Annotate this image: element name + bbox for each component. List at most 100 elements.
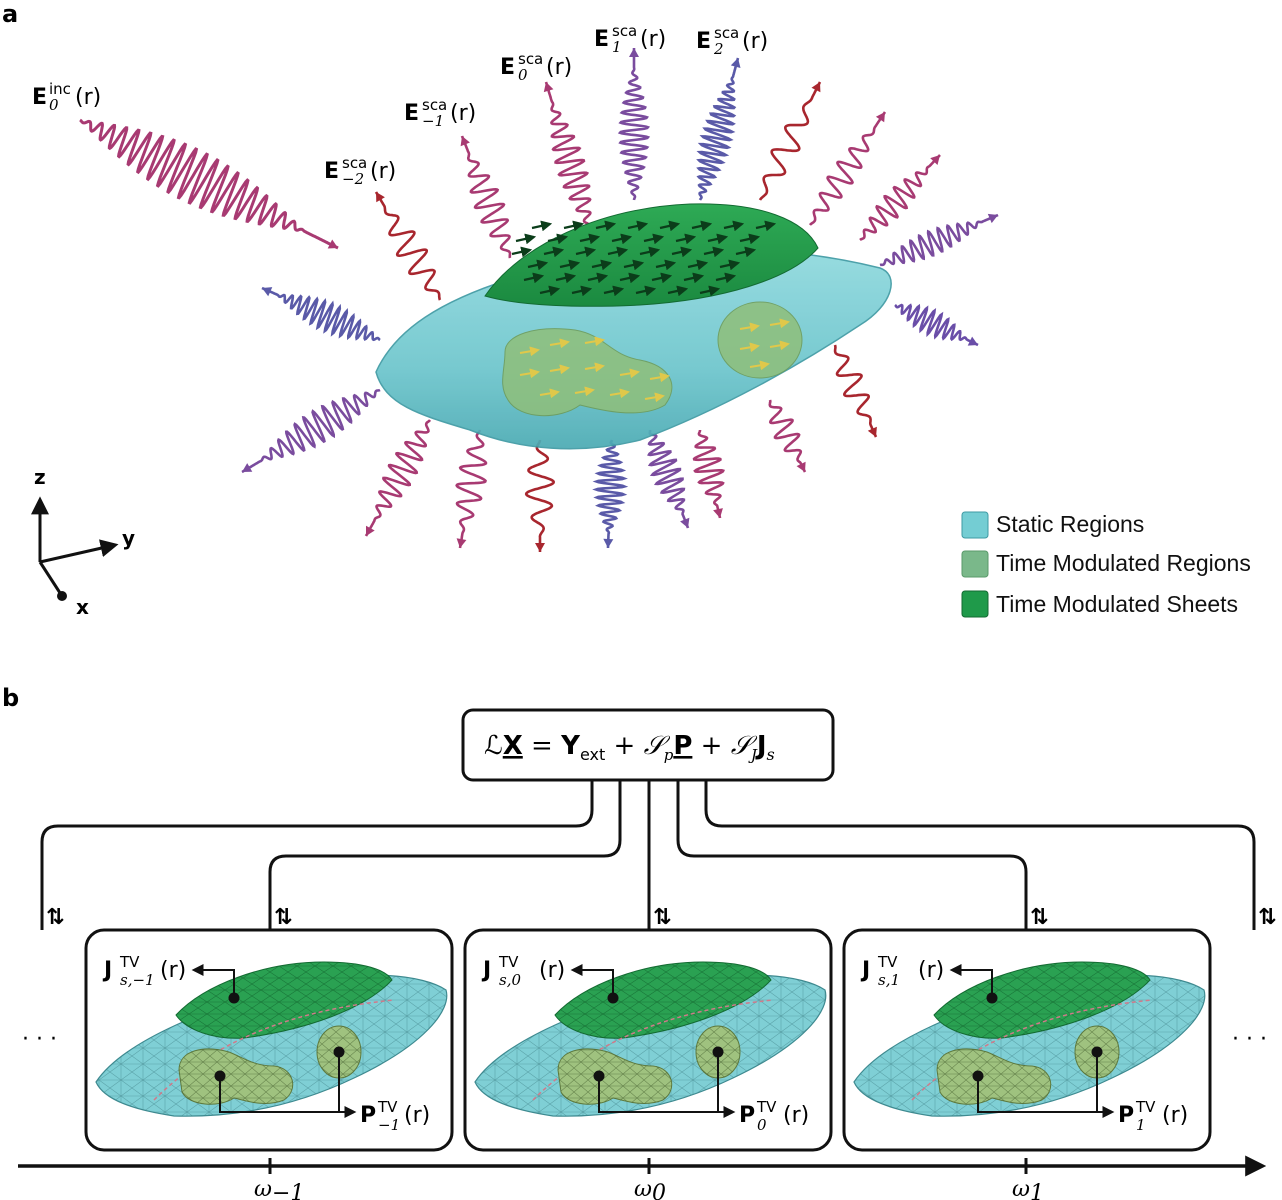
scattered-wave-6-head bbox=[875, 112, 885, 123]
svg-text:(r): (r) bbox=[918, 958, 944, 983]
scattered-wave-3-head bbox=[629, 48, 639, 57]
incident-wave-path-head bbox=[327, 239, 338, 249]
svg-text:E: E bbox=[324, 159, 339, 184]
svg-text:(r): (r) bbox=[783, 1103, 809, 1128]
sheet-arrow bbox=[591, 259, 613, 271]
svg-text:E: E bbox=[32, 85, 47, 110]
sheet-arrow bbox=[655, 259, 677, 271]
sheet-arrow bbox=[659, 220, 681, 232]
svg-text:s,0: s,0 bbox=[499, 971, 521, 989]
sheet-arrow bbox=[675, 233, 697, 245]
coordinate-axes: z y x bbox=[31, 465, 135, 619]
scattered-wave-15-head bbox=[535, 543, 545, 552]
region-arrow bbox=[739, 322, 760, 333]
svg-text:inc: inc bbox=[49, 80, 71, 98]
region-arrow bbox=[649, 372, 670, 383]
sheet-arrow bbox=[539, 285, 561, 297]
svg-text:sca: sca bbox=[422, 96, 447, 114]
scattered-wave-11 bbox=[768, 399, 807, 473]
svg-text:(r): (r) bbox=[75, 85, 101, 110]
coupling-symbol-0: ⇅ bbox=[653, 905, 671, 930]
scattered-wave-7-head bbox=[930, 155, 940, 165]
scattered-wave-13-head bbox=[680, 517, 690, 528]
scattered-wave-5-head bbox=[811, 82, 821, 93]
sheet-arrow bbox=[619, 272, 641, 284]
svg-text:−2: −2 bbox=[342, 170, 364, 188]
scatterer-body bbox=[375, 203, 892, 450]
sheet-arrow bbox=[687, 259, 709, 271]
region-arrow bbox=[609, 388, 630, 399]
scattered-wave-6 bbox=[808, 111, 887, 226]
scattered-wave-18 bbox=[241, 388, 381, 474]
svg-text:ω: ω bbox=[634, 1177, 652, 1200]
scattered-wave-14 bbox=[592, 439, 629, 548]
svg-text:TV: TV bbox=[377, 1098, 398, 1116]
scattered-wave-0 bbox=[374, 191, 442, 301]
svg-text:E: E bbox=[500, 55, 515, 80]
scattered-wave-19-head bbox=[262, 287, 273, 297]
region-arrow bbox=[769, 340, 790, 351]
scattered-wave-14-head bbox=[603, 538, 614, 548]
coupling-symbol-minus1: ⇅ bbox=[274, 905, 292, 930]
coupling-connectors bbox=[40, 780, 1256, 930]
scattered-wave-4-head bbox=[730, 58, 741, 68]
region-arrow bbox=[549, 338, 570, 349]
sheet-arrow bbox=[735, 246, 757, 258]
region-arrow bbox=[584, 362, 605, 373]
scattered-wave-15 bbox=[524, 439, 556, 552]
scattered-wave-11-head bbox=[796, 461, 806, 472]
sheet-arrow bbox=[707, 233, 729, 245]
sheet-arrow bbox=[595, 220, 617, 232]
svg-text:(r): (r) bbox=[1162, 1103, 1188, 1128]
sheet-arrow bbox=[671, 246, 693, 258]
sheet-arrow bbox=[667, 285, 689, 297]
region-arrow bbox=[584, 336, 605, 347]
sheet-arrow bbox=[531, 220, 553, 232]
svg-text:1: 1 bbox=[1136, 1116, 1146, 1134]
svg-text:TV: TV bbox=[498, 953, 519, 971]
sheet-arrow bbox=[699, 285, 721, 297]
sheet-arrow bbox=[511, 246, 533, 258]
svg-text:(r): (r) bbox=[450, 101, 476, 126]
svg-text:1: 1 bbox=[1030, 1181, 1044, 1200]
sheet-arrow bbox=[603, 285, 625, 297]
tick-label-omega-minus1: ω −1 bbox=[254, 1177, 304, 1200]
sheet-arrow bbox=[587, 272, 609, 284]
region-arrow bbox=[539, 388, 560, 399]
sheet-arrow bbox=[651, 272, 673, 284]
scattered-wave-8-head bbox=[987, 213, 998, 224]
sheet-arrow bbox=[527, 259, 549, 271]
svg-text:sca: sca bbox=[612, 22, 637, 40]
panel-b-label: b bbox=[2, 684, 19, 712]
svg-text:(r): (r) bbox=[404, 1103, 430, 1128]
legend-swatch-sheets bbox=[961, 590, 989, 618]
svg-text:sca: sca bbox=[714, 24, 739, 42]
svg-text:0: 0 bbox=[49, 96, 59, 114]
tick-label-omega-0: ω 0 bbox=[634, 1177, 666, 1200]
sheet-arrow bbox=[627, 220, 649, 232]
sheet-arrow bbox=[523, 272, 545, 284]
sheet-arrow bbox=[555, 272, 577, 284]
svg-text:(r): (r) bbox=[539, 958, 565, 983]
axis-z-label: z bbox=[34, 465, 46, 489]
svg-text:P: P bbox=[360, 1103, 376, 1128]
svg-text:ℒX = Yext + 𝒮pP + 𝒮JJs: ℒX = Yext + 𝒮pP + 𝒮JJs bbox=[484, 731, 775, 764]
sheet-arrow bbox=[715, 272, 737, 284]
scattered-wave-17 bbox=[364, 419, 432, 537]
region-polarization-arrows bbox=[519, 318, 790, 403]
sheet-arrow bbox=[515, 233, 537, 245]
sheet-arrow bbox=[635, 285, 657, 297]
sheet-arrow bbox=[683, 272, 705, 284]
region-arrow bbox=[519, 368, 540, 379]
svg-text:TV: TV bbox=[877, 953, 898, 971]
axis-x-label: x bbox=[76, 595, 89, 619]
ellipsis-right: · · · bbox=[1232, 1027, 1267, 1052]
